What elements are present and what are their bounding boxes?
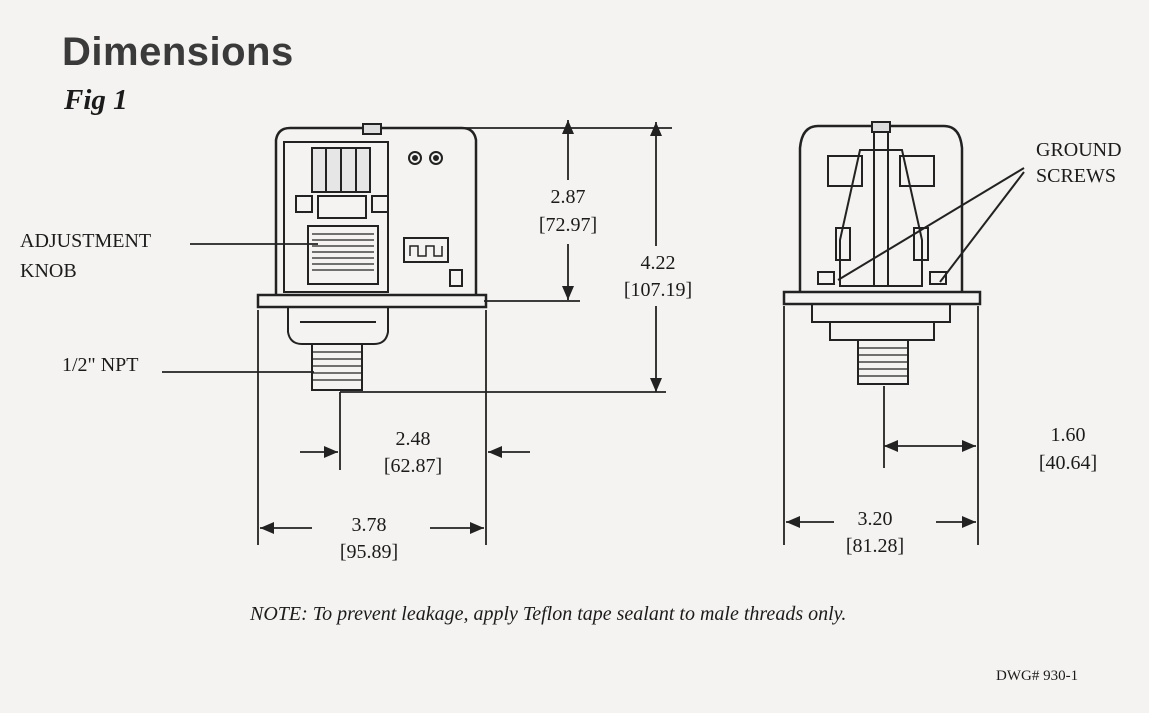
ground-screws-label-2: SCREWS (1036, 165, 1117, 187)
side-view-switch (782, 121, 1025, 385)
dim-upper-height-in: 2.87 (550, 186, 586, 208)
dim-total-height-in: 4.22 (640, 252, 676, 274)
dim-base-width-in: 3.78 (351, 514, 387, 536)
page-title: Dimensions (62, 30, 294, 74)
leakage-note: NOTE: To prevent leakage, apply Teflon t… (250, 603, 847, 625)
dim-side-width-mm: [81.28] (845, 535, 905, 557)
dim-half-width-in: 1.60 (1050, 424, 1086, 446)
dim-fitting-width-in: 2.48 (395, 428, 431, 450)
dim-fitting-width-mm: [62.87] (383, 455, 443, 477)
ground-screws-label: GROUND (1036, 139, 1122, 161)
drawing-number: DWG# 930-1 (996, 668, 1079, 684)
dim-total-height-mm: [107.19] (623, 279, 693, 301)
npt-label: 1/2" NPT (62, 354, 139, 376)
front-view-switch (256, 123, 488, 391)
dim-side-width-in: 3.20 (857, 508, 893, 530)
side-dimension-lines (783, 306, 979, 545)
adjustment-knob-label: ADJUSTMENT (20, 230, 152, 252)
adjustment-knob-label-2: KNOB (20, 260, 77, 282)
dim-base-width-mm: [95.89] (339, 541, 399, 563)
dim-half-width-mm: [40.64] (1038, 452, 1098, 474)
front-arrowheads (260, 120, 662, 534)
front-dimension-lines (162, 120, 672, 545)
side-arrowheads (786, 440, 976, 528)
dim-upper-height-mm: [72.97] (538, 214, 598, 236)
figure-label: Fig 1 (64, 84, 128, 116)
